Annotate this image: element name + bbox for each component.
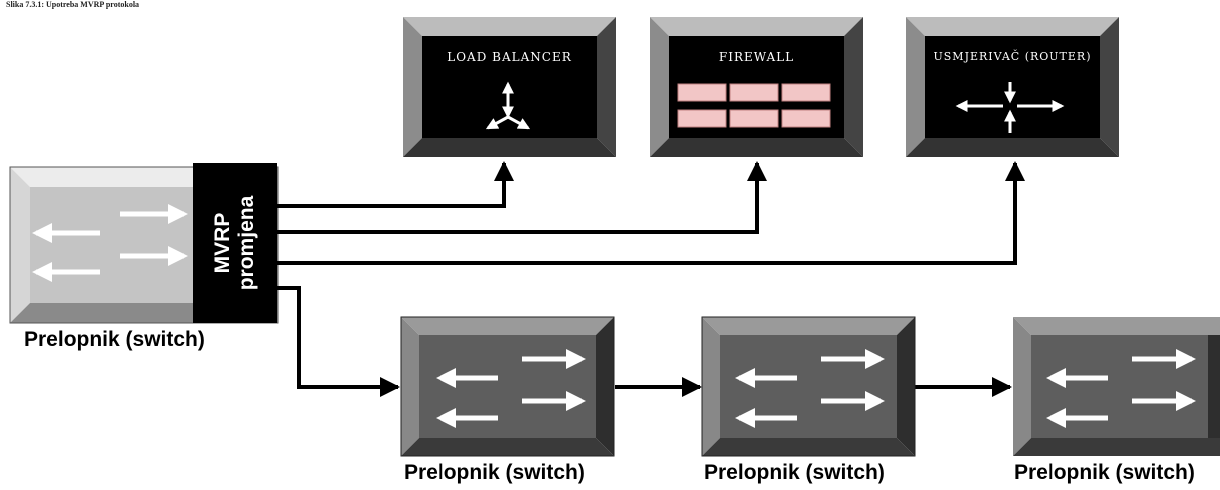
- router-device: [906, 17, 1119, 157]
- main-switch-arrows-icon: [32, 204, 188, 282]
- figure-caption: Slika 7.3.1: Upotreba MVRP protokola: [6, 0, 140, 9]
- mvrp-block-bg: [193, 163, 277, 323]
- firewall-device: [650, 17, 863, 157]
- firewall-bricks-icon: [677, 83, 831, 128]
- line-to-firewall: [277, 161, 767, 234]
- switch-2-arrows-icon: [735, 349, 885, 428]
- switch-1-label: Prelopnik (switch): [404, 461, 585, 484]
- load-balancer-title: LOAD BALANCER: [447, 50, 572, 64]
- connector-lines: [277, 161, 1025, 397]
- switch-3-arrows-icon: [1046, 349, 1196, 428]
- switch-1-arrows-icon: [436, 349, 586, 428]
- firewall-title: FIREWALL: [718, 50, 795, 64]
- router-title: USMJERIVAČ (ROUTER): [933, 50, 1092, 63]
- bottom-switch-1: [400, 316, 615, 457]
- router-arrows-icon: [955, 82, 1065, 133]
- line-to-switch-1: [277, 286, 400, 397]
- switch-3-label: Prelopnik (switch): [1014, 461, 1195, 484]
- mvrp-label-line1: MVRP: [211, 212, 234, 274]
- mvrp-label-line2: promjena: [235, 195, 258, 291]
- mvrp-change-block: MVRP promjena: [193, 163, 277, 323]
- main-switch-label: Prelopnik (switch): [24, 328, 205, 351]
- load-balancer-icon: [485, 81, 531, 130]
- line-to-load-balancer: [277, 161, 514, 208]
- load-balancer-device: [403, 17, 616, 157]
- bottom-switch-2: [701, 316, 916, 457]
- switch-2-label: Prelopnik (switch): [704, 461, 885, 484]
- line-to-router: [277, 161, 1025, 265]
- mvrp-change-label: MVRP promjena: [211, 196, 259, 291]
- bottom-switch-3: [1013, 317, 1220, 456]
